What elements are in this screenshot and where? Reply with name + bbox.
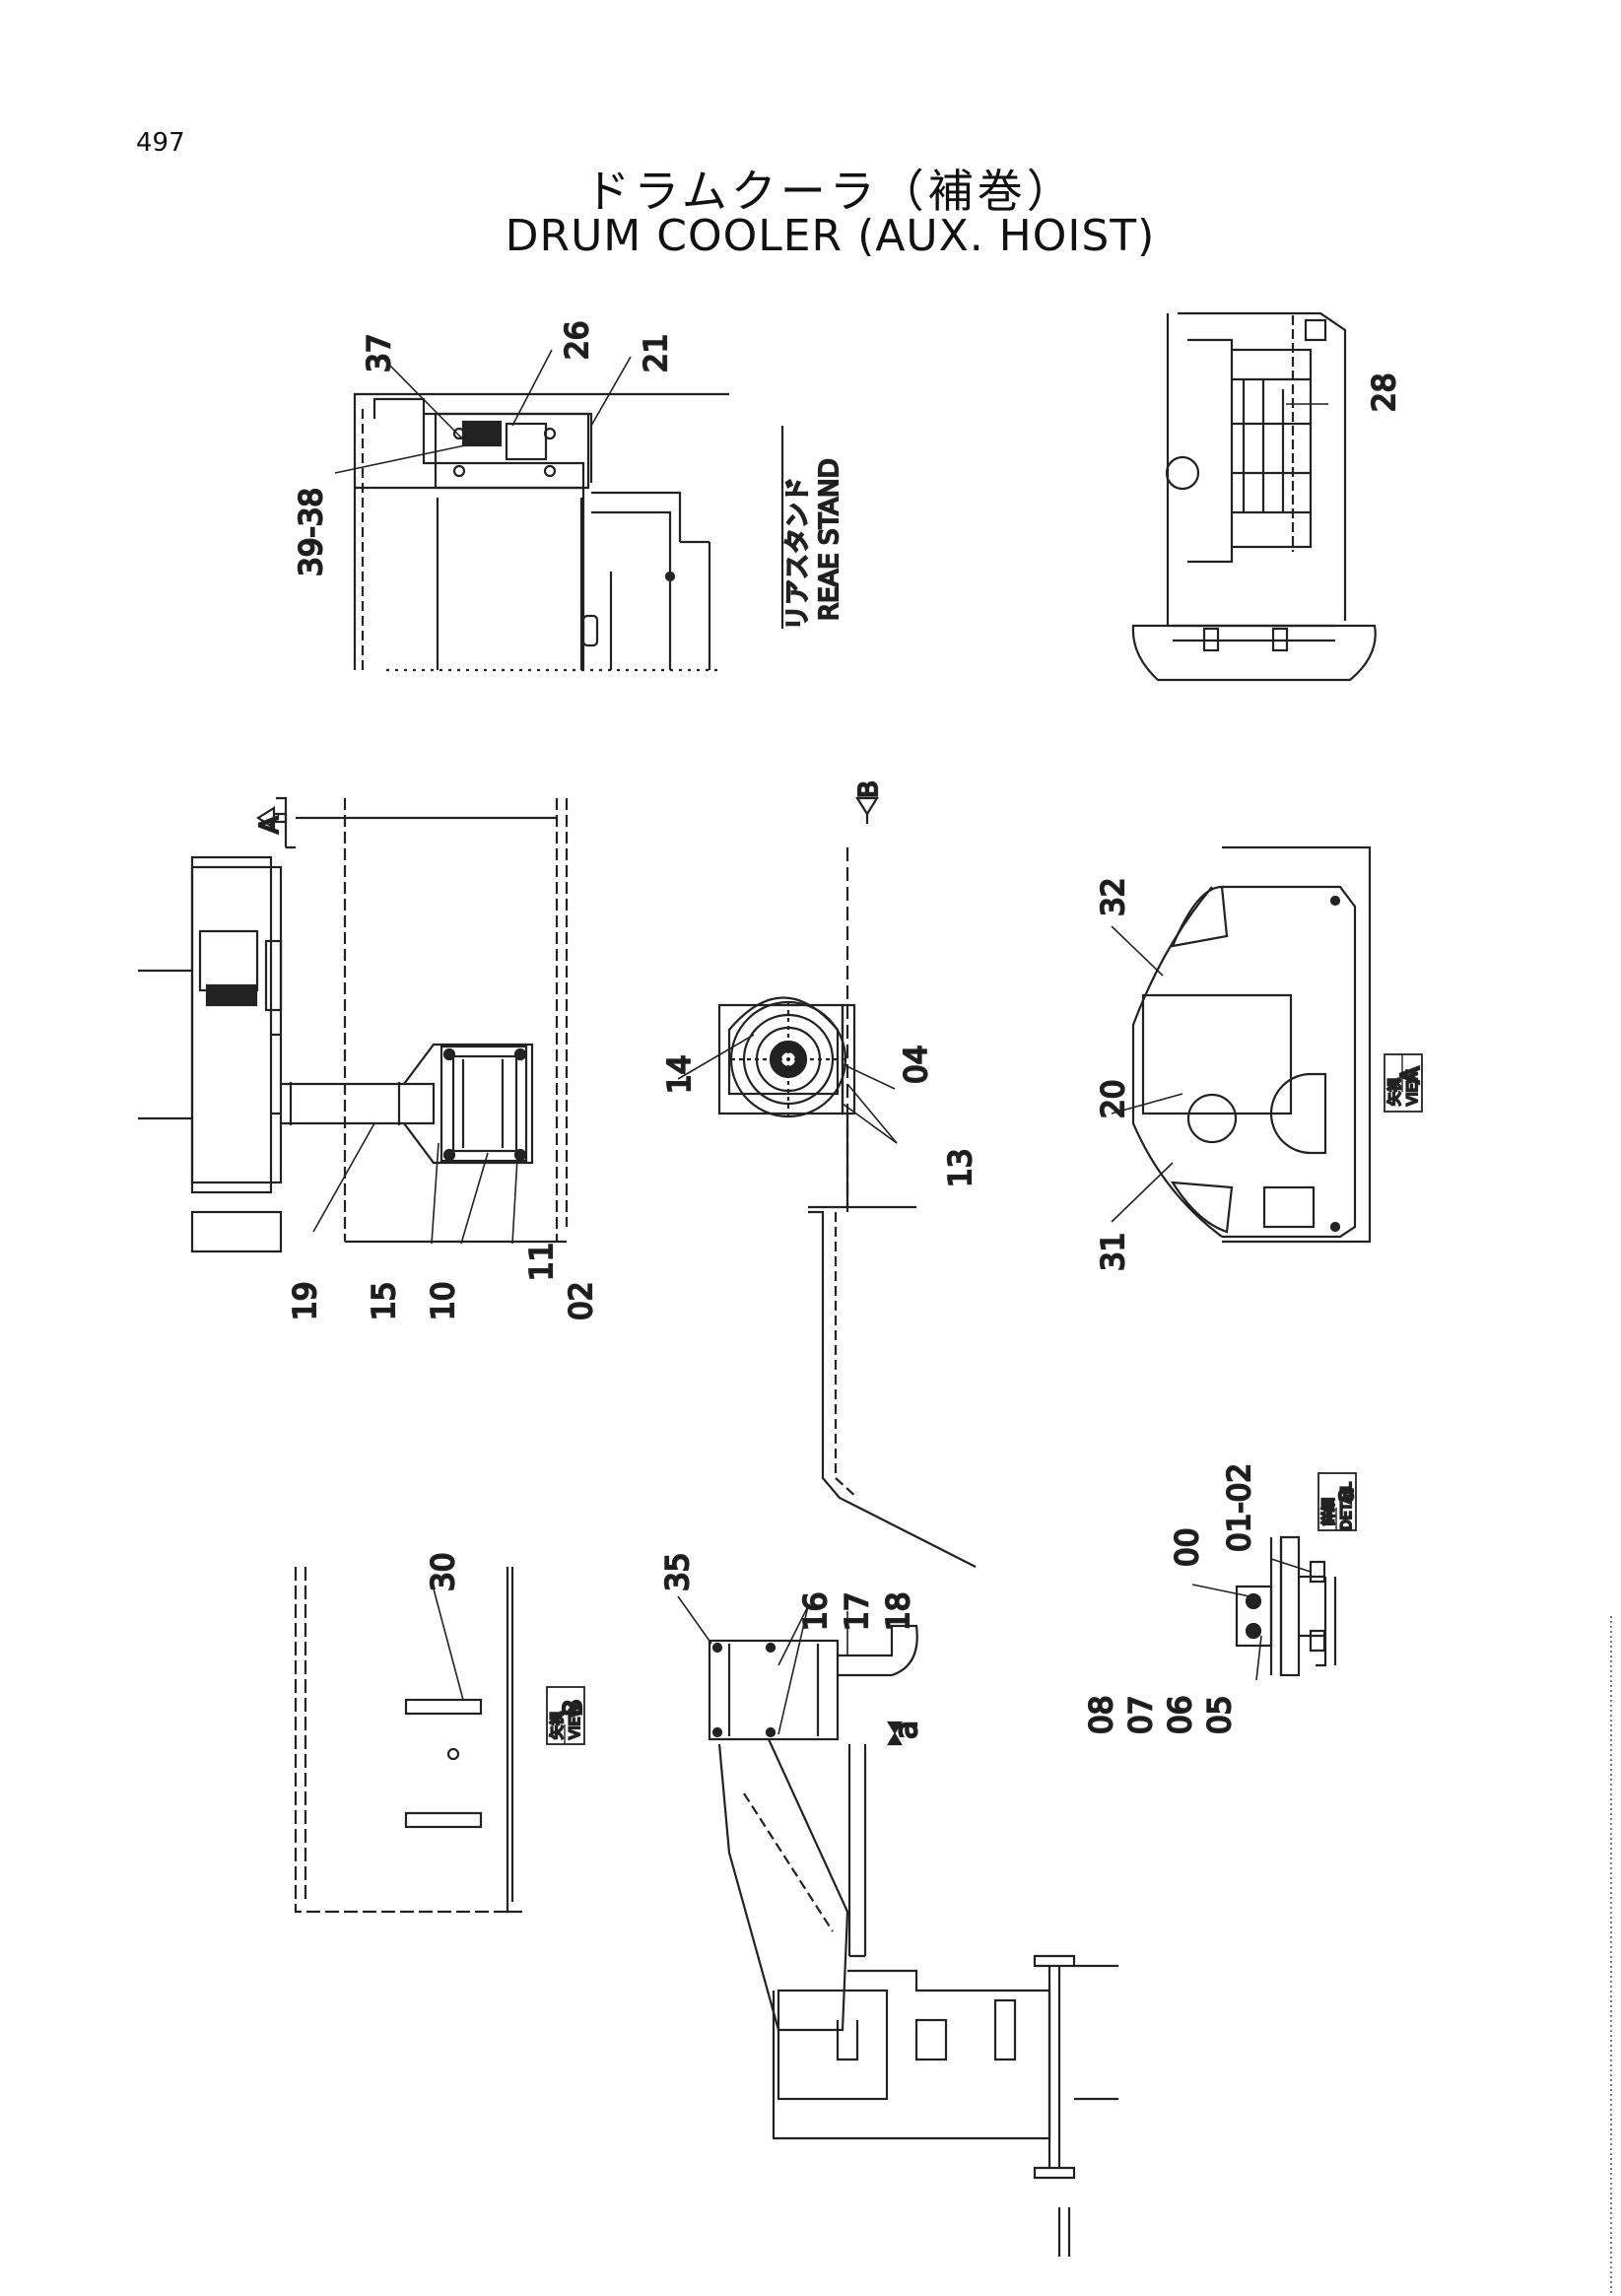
blower-callouts <box>312 1122 518 1245</box>
callout-16: 16 <box>798 1592 834 1631</box>
fan-assembly <box>717 996 977 1568</box>
callout-02: 02 <box>564 1282 599 1320</box>
callout-01-02: 01-02 <box>1222 1463 1257 1552</box>
duct-callouts <box>677 1595 848 1735</box>
callout-28: 28 <box>1367 373 1402 412</box>
title-japanese: ドラムクーラ（補巻） <box>584 165 1076 218</box>
view-a-marker-letter: A <box>255 816 285 834</box>
callout-39-38: 39-38 <box>294 488 329 576</box>
callout-14: 14 <box>662 1055 698 1094</box>
fan-callouts <box>677 1034 898 1144</box>
detail-a-tag: 詳細 DETAIL a <box>1317 1472 1361 1531</box>
detail-a-tag-jp: 詳細 <box>1321 1498 1337 1525</box>
callout-10: 10 <box>426 1282 461 1320</box>
callout-18: 18 <box>881 1592 916 1631</box>
view-a-callouts <box>1111 925 1183 1223</box>
callout-32: 32 <box>1096 878 1131 916</box>
view-a-marker: A <box>254 806 288 835</box>
callout-04: 04 <box>899 1046 934 1084</box>
view-b-tag-letter: B <box>559 1699 588 1717</box>
detail-a-callouts <box>1191 1558 1312 1681</box>
rear-stand-drawing <box>353 392 729 672</box>
page-number: 497 <box>136 128 185 158</box>
callout-35: 35 <box>660 1553 696 1591</box>
callout-30: 30 <box>426 1553 461 1591</box>
callout-05: 05 <box>1202 1696 1238 1734</box>
view-b-marker-letter: B <box>854 780 884 798</box>
view-a-tag-en: VIEW <box>1405 1069 1421 1106</box>
view-b-tag-en: VIEW <box>568 1703 583 1739</box>
view-b-marker: B <box>845 779 885 1212</box>
callout-21: 21 <box>639 334 674 372</box>
callout-37: 37 <box>362 334 397 372</box>
detail-a-arrow-letter: a <box>889 1721 924 1739</box>
title-english: DRUM COOLER (AUX. HOIST) <box>505 211 1156 261</box>
detail-a-arrow: a <box>887 1720 925 1746</box>
blower-assembly <box>138 796 569 1253</box>
callout-20: 20 <box>1096 1080 1131 1118</box>
view-a-tag: 矢視 VIEW A <box>1384 1053 1427 1113</box>
callout-13: 13 <box>943 1149 979 1187</box>
callout-07: 07 <box>1123 1696 1159 1734</box>
rear-stand-label-en: REAE STAND <box>815 458 844 621</box>
rear-stand-label-jp: リアスタンド <box>783 477 813 631</box>
callout-00: 00 <box>1170 1528 1205 1567</box>
view-b-tag-jp: 矢視 <box>550 1712 566 1739</box>
callout-26: 26 <box>560 321 595 360</box>
view-b-tag: 矢視 VIEW B <box>546 1686 589 1745</box>
detail-a-drawing <box>1235 1535 1337 1677</box>
callout-17: 17 <box>840 1592 875 1631</box>
detail-a-tag-en: DETAIL <box>1339 1482 1355 1530</box>
callout-31: 31 <box>1096 1233 1131 1271</box>
top-right-assembly <box>1131 311 1377 682</box>
view-b-assembly <box>294 1567 522 1914</box>
view-a-tag-letter: A <box>1396 1066 1426 1084</box>
duct-assembly <box>708 1624 1118 2257</box>
detail-a-tag-letter: a <box>1330 1487 1360 1503</box>
view-a-tag-jp: 矢視 <box>1387 1078 1403 1106</box>
callout-11: 11 <box>524 1243 560 1281</box>
callout-19: 19 <box>288 1282 323 1320</box>
callout-06: 06 <box>1163 1696 1198 1734</box>
callout-15: 15 <box>367 1282 402 1320</box>
callout-08: 08 <box>1084 1696 1119 1734</box>
rear-stand-callouts <box>334 349 632 474</box>
view-a-assembly <box>1131 845 1372 1244</box>
